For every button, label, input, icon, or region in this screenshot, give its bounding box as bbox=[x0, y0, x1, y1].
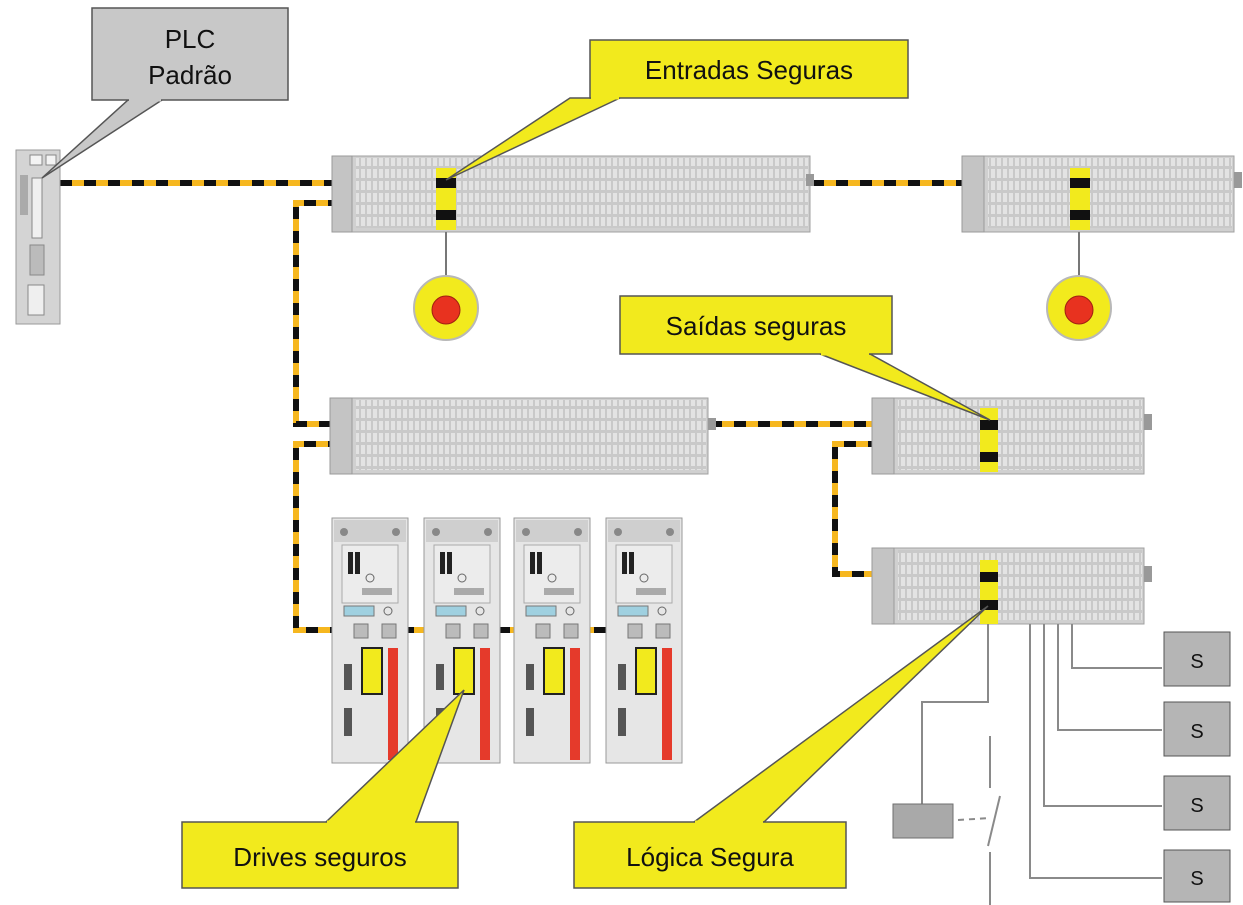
sensor-4: S bbox=[1163, 849, 1231, 903]
safe-inputs-label: Entradas Seguras bbox=[645, 55, 853, 85]
plc-module bbox=[15, 149, 61, 325]
io-module-1 bbox=[331, 155, 814, 233]
cable-io1-to-io3 bbox=[293, 200, 340, 427]
sensor-2: S bbox=[1163, 701, 1231, 757]
sensor-wiring bbox=[921, 624, 1162, 905]
plc-label-line2: Padrão bbox=[148, 60, 232, 90]
drive-unit-4 bbox=[605, 517, 683, 764]
safe-logic-label: Lógica Segura bbox=[626, 842, 794, 872]
sensor-label: S bbox=[1190, 651, 1203, 673]
emergency-stop-2 bbox=[1046, 232, 1112, 341]
relay-box bbox=[892, 803, 954, 839]
sensor-3: S bbox=[1163, 775, 1231, 831]
safe-outputs-label: Saídas seguras bbox=[666, 311, 847, 341]
drive-unit-1 bbox=[331, 517, 409, 764]
callout-plc: PLC Padrão bbox=[41, 7, 289, 179]
io-module-2 bbox=[961, 155, 1242, 233]
callout-safe-inputs: Entradas Seguras bbox=[445, 39, 909, 181]
drives-group bbox=[331, 517, 683, 764]
io-module-3 bbox=[329, 397, 716, 475]
safe-drives-label: Drives seguros bbox=[233, 842, 406, 872]
sensor-label: S bbox=[1190, 868, 1203, 890]
callout-safe-outputs: Saídas seguras bbox=[619, 295, 991, 421]
cable-io4-to-io5 bbox=[832, 441, 880, 577]
emergency-stop-1 bbox=[413, 232, 479, 341]
sensor-label: S bbox=[1190, 795, 1203, 817]
io-module-4 bbox=[871, 397, 1152, 475]
io-module-5 bbox=[871, 547, 1152, 625]
plc-label-line1: PLC bbox=[165, 24, 216, 54]
drive-unit-3 bbox=[513, 517, 591, 764]
sensor-label: S bbox=[1190, 721, 1203, 743]
callout-safe-drives: Drives seguros bbox=[181, 689, 465, 889]
sensor-1: S bbox=[1163, 631, 1231, 687]
callout-safe-logic: Lógica Segura bbox=[573, 605, 989, 889]
